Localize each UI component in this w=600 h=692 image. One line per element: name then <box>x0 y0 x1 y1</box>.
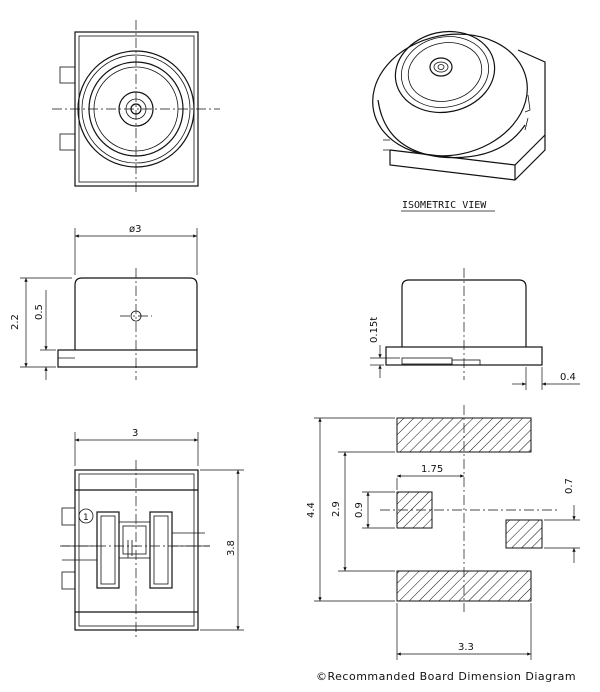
diameter-label: ø3 <box>129 224 141 235</box>
pin-one-label: 1 <box>83 513 89 523</box>
top-view <box>52 20 220 195</box>
board-layout <box>314 405 580 660</box>
length-label: 3.8 <box>226 540 237 556</box>
board-width-label: 3.3 <box>458 642 474 653</box>
isometric-view <box>372 30 546 181</box>
board-dimension-caption: ©Recommanded Board Dimension Diagram <box>316 670 576 683</box>
side-view <box>20 228 198 380</box>
signal-pad-label: 0.9 <box>354 502 365 518</box>
front-view <box>370 268 580 390</box>
pad-pitch-label: 4.4 <box>306 502 317 518</box>
iso-view-label: ISOMETRIC VIEW <box>402 200 487 211</box>
lead-label: 0.4 <box>560 372 576 383</box>
width-label: 3 <box>132 428 138 439</box>
bottom-view <box>60 432 244 640</box>
ground-pad-label: 0.7 <box>564 478 575 494</box>
height-body-label: 0.5 <box>34 304 45 320</box>
thickness-label: 0.15t <box>369 317 380 343</box>
height-total-label: 2.2 <box>10 314 21 330</box>
center-offset-label: 1.75 <box>421 464 443 475</box>
pad-gap-label: 2.9 <box>331 501 342 517</box>
